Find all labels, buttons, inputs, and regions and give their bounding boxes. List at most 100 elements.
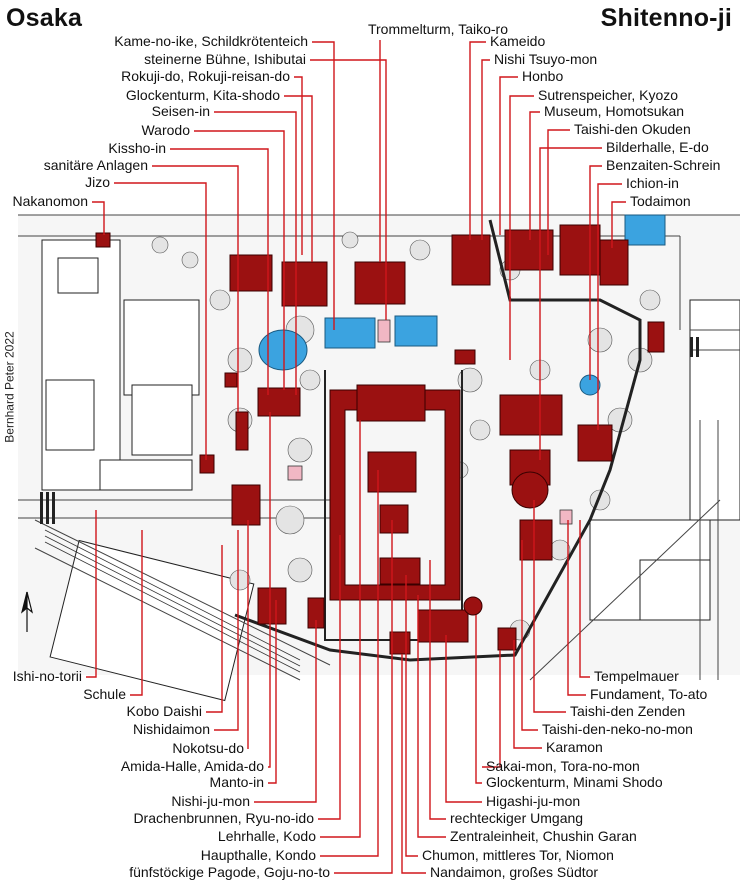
label-nandaimon-gro-es-s-dtor: Nandaimon, großes Südtor: [430, 864, 598, 880]
leader-line: [152, 165, 239, 412]
leader-line: [475, 615, 482, 784]
label-benzaiten-schrein: Benzaiten-Schrein: [606, 157, 720, 173]
leader-line: [547, 129, 570, 255]
city-block-east2: [639, 559, 711, 621]
taishi-den-zenden: [511, 471, 549, 509]
leader-line: [509, 95, 534, 360]
leader-line: [334, 520, 393, 874]
pagoda-goju-no-to: [379, 504, 409, 534]
rokuji-do: [229, 254, 273, 292]
leader-line: [481, 59, 490, 240]
label-honbo: Honbo: [522, 68, 563, 84]
temple-wall: [234, 219, 642, 662]
ishibutai-stage: [377, 319, 391, 343]
leader-line: [469, 41, 486, 240]
leader-lines: [86, 40, 626, 874]
label-kame-no-ike-schildkr-tenteich: Kame-no-ike, Schildkrötenteich: [114, 33, 308, 49]
label-taishi-den-okuden: Taishi-den Okuden: [574, 121, 691, 137]
honbo: [504, 229, 554, 271]
leader-line: [320, 470, 379, 857]
label-sanit-re-anlagen: sanitäre Anlagen: [44, 157, 148, 173]
leader-line: [214, 530, 239, 731]
nandaimon-gate: [389, 631, 411, 655]
pond-east: [394, 315, 438, 347]
leader-line: [114, 182, 207, 460]
label-bilderhalle-e-do: Bilderhalle, E-do: [606, 139, 709, 155]
leader-line: [405, 575, 418, 857]
label-nishidaimon: Nishidaimon: [133, 721, 210, 737]
leader-line: [92, 201, 105, 235]
city-block: [57, 257, 99, 294]
label-nakanomon: Nakanomon: [13, 193, 89, 209]
school-sports-field: [123, 299, 200, 396]
leader-line: [310, 59, 387, 320]
label-rechteckiger-umgang: rechteckiger Umgang: [450, 810, 583, 826]
kameido: [451, 234, 491, 286]
manto-in: [257, 587, 287, 625]
label-schule: Schule: [83, 686, 126, 702]
label-museum-homotsukan: Museum, Homotsukan: [544, 103, 684, 119]
leader-line: [214, 111, 297, 395]
label-chumon-mittleres-tor-niomon: Chumon, mittleres Tor, Niomon: [422, 847, 614, 863]
leader-line: [417, 595, 446, 838]
label-nishi-tsuyo-mon: Nishi Tsuyo-mon: [494, 51, 597, 67]
amida-do: [257, 387, 301, 417]
label-manto-in: Manto-in: [210, 774, 264, 790]
to-ato-foundation: [559, 509, 573, 525]
leader-line: [268, 600, 277, 784]
label-kobo-daishi: Kobo Daishi: [127, 703, 203, 719]
city-block-east3: [689, 299, 740, 521]
leader-line: [567, 520, 586, 696]
label-taishi-den-zenden: Taishi-den Zenden: [570, 703, 685, 719]
leader-line: [597, 183, 622, 430]
leader-line: [294, 76, 303, 255]
label-drachenbrunnen-ryu-no-ido: Drachenbrunnen, Ryu-no-ido: [133, 810, 314, 826]
label-haupthalle-kondo: Haupthalle, Kondo: [201, 847, 316, 863]
label-f-nfst-ckige-pagode-goju-no-to: fünfstöckige Pagode, Goju-no-to: [129, 864, 330, 880]
leader-line: [254, 620, 317, 803]
pond-west: [324, 317, 376, 349]
label-fundament-to-ato: Fundament, To-ato: [590, 686, 707, 702]
small-building: [224, 372, 238, 388]
sakai-mon: [497, 627, 517, 651]
label-jizo: Jizo: [85, 174, 110, 190]
city-block: [99, 459, 193, 491]
leader-line: [194, 130, 285, 390]
leader-line: [611, 201, 626, 248]
label-warodo: Warodo: [141, 122, 190, 138]
school-building: [131, 384, 193, 456]
label-sakai-mon-tora-no-mon: Sakai-mon, Tora-no-mon: [486, 758, 640, 774]
leader-line: [130, 530, 143, 696]
label-kameido: Kameido: [490, 33, 545, 49]
leader-line: [318, 535, 341, 820]
leader-line: [206, 545, 223, 713]
label-rokuji-do-rokuji-reisan-do: Rokuji-do, Rokuji-reisan-do: [121, 68, 290, 84]
jizo: [199, 454, 215, 474]
leader-line: [521, 540, 538, 731]
label-lehrhalle-kodo: Lehrhalle, Kodo: [218, 828, 316, 844]
label-nokotsu-do: Nokotsu-do: [172, 740, 244, 756]
taishi-den: [499, 394, 563, 436]
kita-shodo: [281, 261, 328, 307]
karamon: [519, 519, 553, 561]
north-arrow: [20, 591, 34, 632]
sutra-store: [454, 349, 476, 365]
nokotsu-do: [231, 484, 261, 526]
label-amida-halle-amida-do: Amida-Halle, Amida-do: [121, 758, 264, 774]
leader-line: [268, 412, 271, 768]
leader-line: [539, 147, 602, 460]
todaimon: [647, 321, 665, 353]
leader-line: [284, 95, 313, 262]
map-base: [18, 214, 740, 702]
leader-line: [589, 165, 602, 380]
nakanomon: [95, 232, 111, 248]
label-glockenturm-minami-shodo: Glockenturm, Minami Shodo: [486, 774, 663, 790]
leader-line: [445, 635, 482, 803]
label-steinerne-b-hne-ishibutai: steinerne Bühne, Ishibutai: [144, 51, 306, 67]
water-features: [258, 214, 666, 396]
lecture-hall-kodo: [356, 384, 426, 422]
kame-no-ike-pond: [258, 329, 308, 371]
leader-line: [513, 640, 542, 749]
higashi-ju-mon: [417, 609, 469, 643]
